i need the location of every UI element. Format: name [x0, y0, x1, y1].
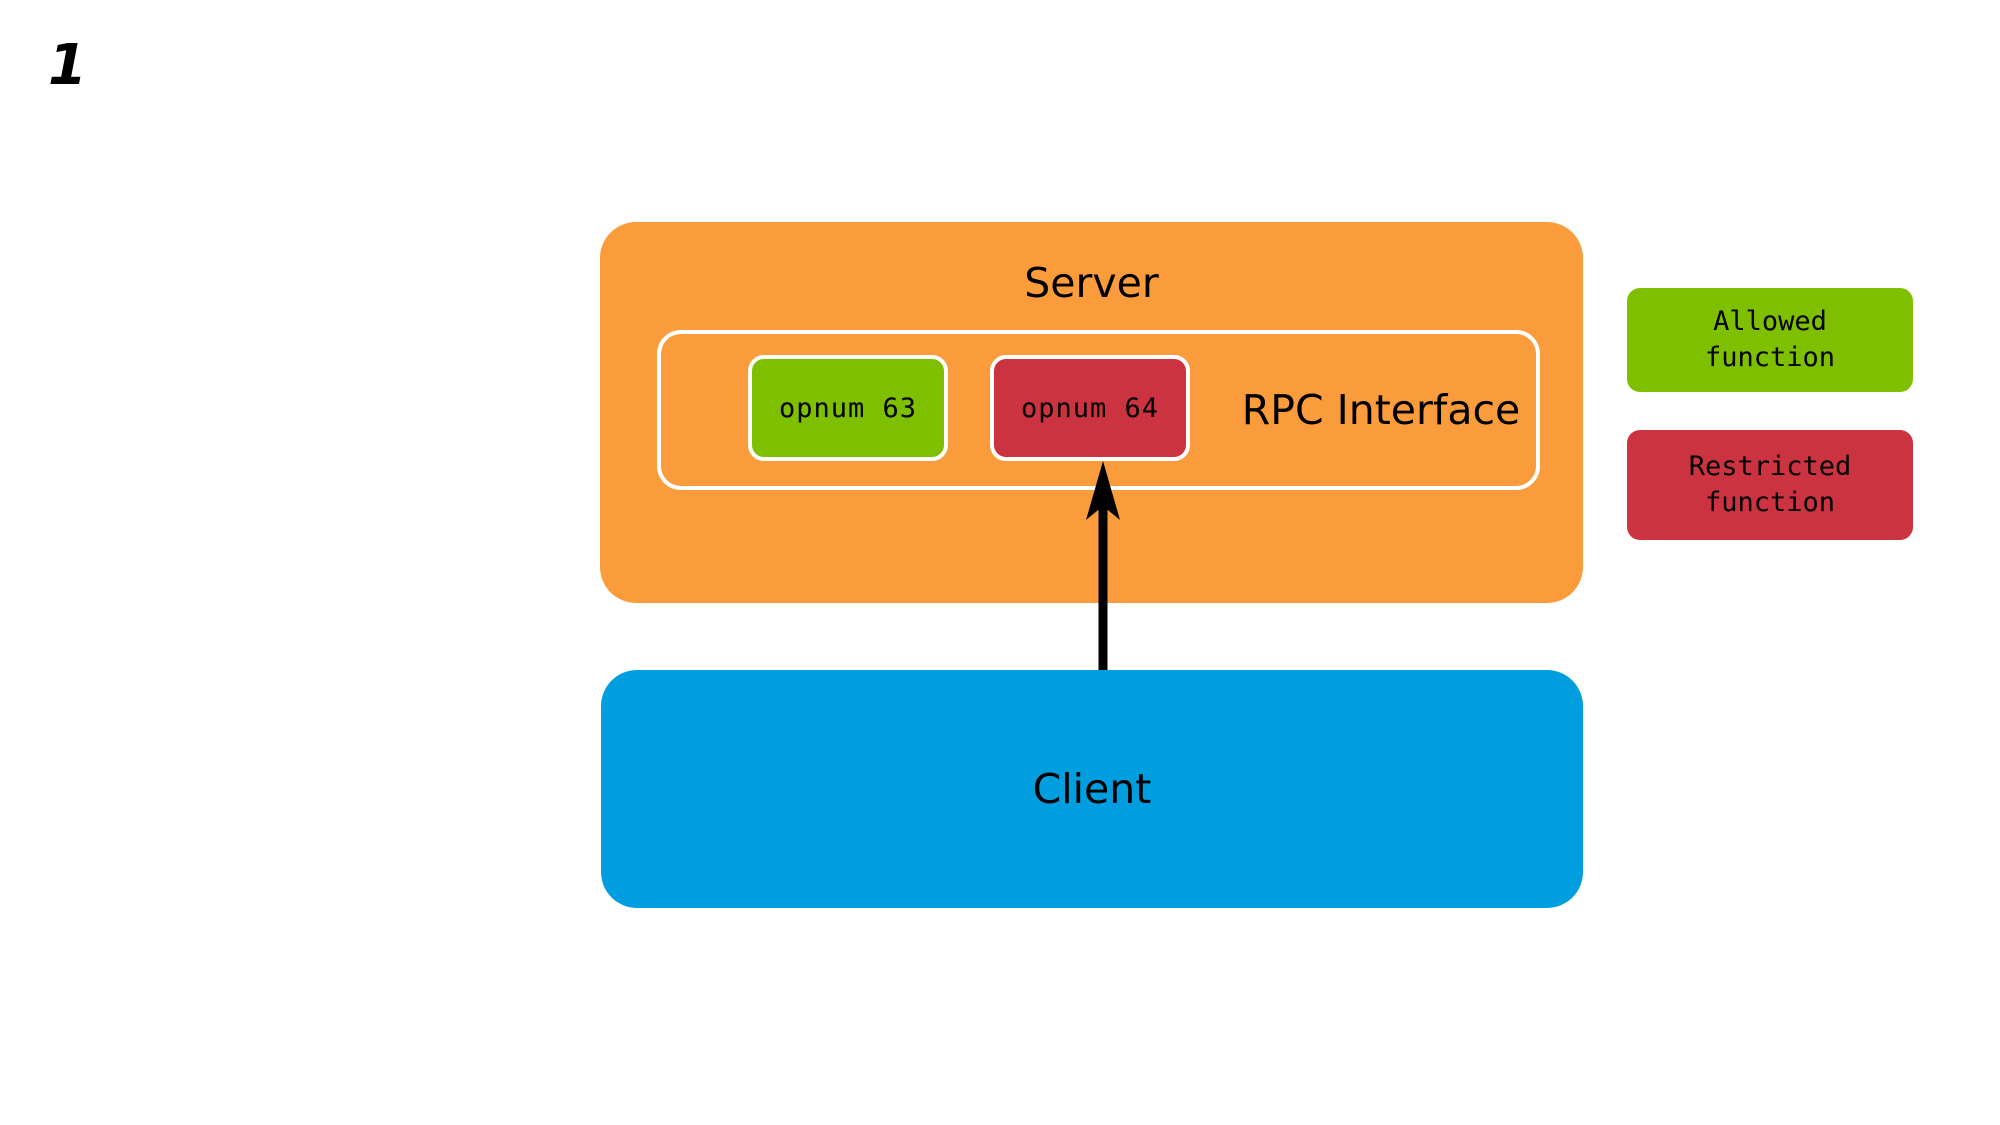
server-box: Server opnum 63 opnum 64 RPC Interface: [600, 222, 1583, 603]
legend-allowed-line1: Allowed: [1713, 305, 1827, 337]
function-label-opnum-64: opnum 64: [1020, 392, 1160, 424]
call-arrow-icon: [1086, 461, 1120, 698]
function-box-opnum-63[interactable]: opnum 63: [748, 355, 948, 461]
legend-item-restricted-function: Restricted function: [1627, 430, 1913, 540]
client-box: Client: [601, 670, 1583, 908]
function-box-opnum-64[interactable]: opnum 64: [990, 355, 1190, 461]
legend-restricted-line2: function: [1704, 487, 1836, 518]
rpc-interface-label: RPC Interface: [1241, 386, 1521, 434]
legend-restricted-line1: Restricted: [1688, 450, 1852, 482]
legend-item-allowed-function: Allowed function: [1627, 288, 1913, 392]
client-title: Client: [1032, 764, 1152, 813]
legend-allowed-line2: function: [1704, 342, 1836, 373]
function-label-opnum-63: opnum 63: [778, 392, 918, 424]
server-title: Server: [1024, 259, 1159, 307]
legend: Allowed function Restricted function: [1627, 288, 1913, 540]
rpc-interface-box: opnum 63 opnum 64 RPC Interface: [657, 330, 1540, 490]
slide-number: 1: [48, 33, 87, 98]
